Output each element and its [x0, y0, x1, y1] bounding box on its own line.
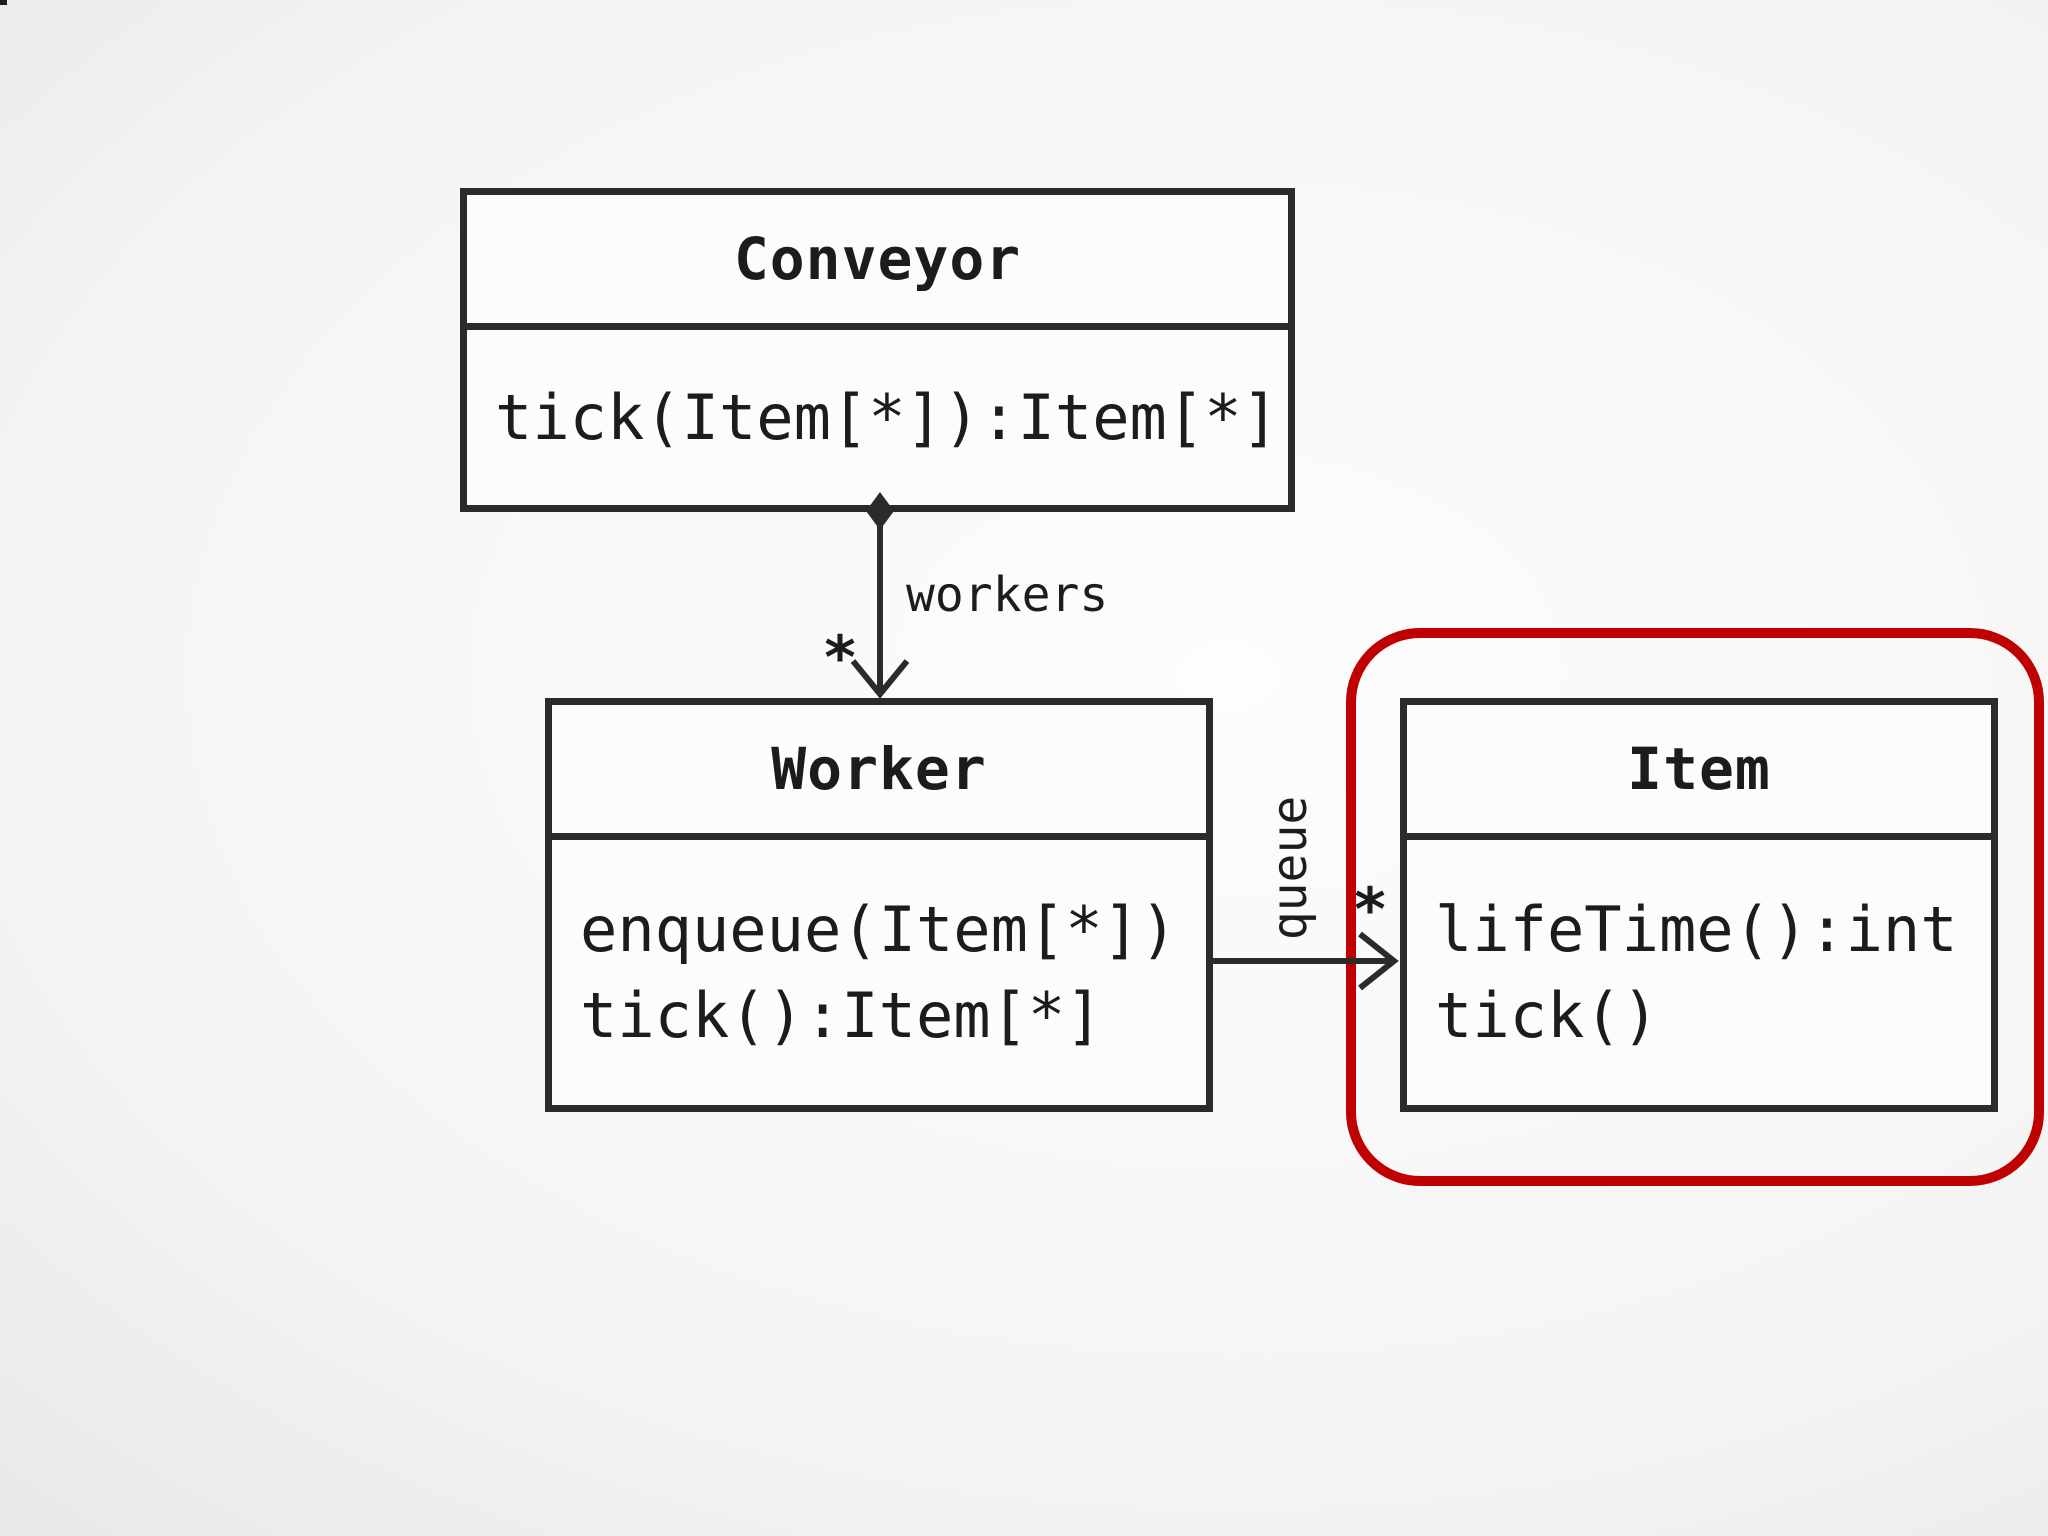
- class-box-conveyor: Conveyor tick(Item[*]):Item[*]: [460, 188, 1295, 512]
- class-methods-worker: enqueue(Item[*]) tick():Item[*]: [552, 840, 1206, 1105]
- method-line: lifeTime():int: [1435, 892, 1958, 966]
- relation-label-workers: workers: [906, 567, 1109, 623]
- method-line: tick(Item[*]):Item[*]: [495, 380, 1279, 454]
- relation-label-queue: queue: [1262, 795, 1318, 941]
- class-methods-item: lifeTime():int tick(): [1407, 840, 1991, 1105]
- method-line: enqueue(Item[*]): [580, 892, 1178, 966]
- method-line: tick(): [1435, 978, 1659, 1052]
- multiplicity-workers: *: [821, 623, 859, 693]
- class-methods-conveyor: tick(Item[*]):Item[*]: [467, 330, 1288, 505]
- multiplicity-queue: *: [1351, 875, 1389, 945]
- class-title-worker: Worker: [552, 705, 1206, 840]
- class-title-conveyor: Conveyor: [467, 195, 1288, 330]
- class-title-item: Item: [1407, 705, 1991, 840]
- class-box-item: Item lifeTime():int tick(): [1400, 698, 1998, 1112]
- highlight-rounded-rect: [1346, 628, 2044, 1186]
- screen-corner-artifact: [0, 0, 7, 5]
- class-box-worker: Worker enqueue(Item[*]) tick():Item[*]: [545, 698, 1213, 1112]
- method-line: tick():Item[*]: [580, 978, 1103, 1052]
